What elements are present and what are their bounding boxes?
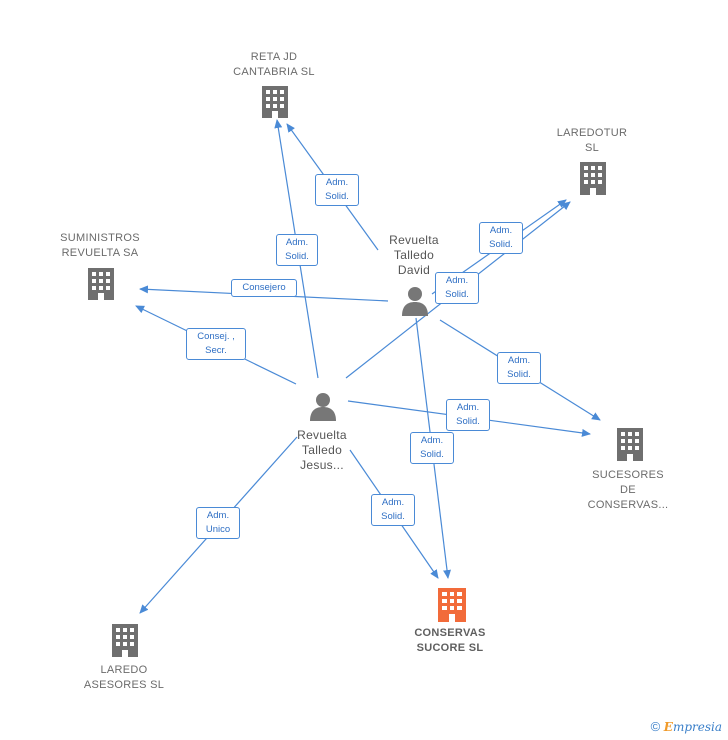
- label-line: RETA JD: [250, 51, 298, 63]
- node-label-laredotur[interactable]: LAREDOTUR SL: [532, 126, 652, 156]
- edge-label-line: Solid.: [420, 449, 444, 460]
- building-icon: [617, 428, 643, 461]
- edge-label-david-sucesores[interactable]: Adm. Solid.: [497, 352, 541, 384]
- edge-label-jesus-suministros[interactable]: Consej. , Secr.: [186, 328, 246, 360]
- edge-label-line: Adm.: [285, 237, 309, 248]
- edge-label-line: Adm.: [456, 402, 480, 413]
- edge-label-line: Adm.: [325, 177, 349, 188]
- person-icon: [402, 287, 428, 316]
- label-line: SUCESORES: [592, 469, 664, 481]
- edge-label-line: Consej. ,: [197, 331, 235, 342]
- node-label-laredo-asesores[interactable]: LAREDO ASESORES SL: [64, 663, 184, 693]
- edge-label-line: Adm.: [489, 225, 513, 236]
- label-line: DE: [620, 484, 636, 496]
- edge-label-line: Adm.: [507, 355, 531, 366]
- edge-label-line: Solid.: [381, 511, 405, 522]
- label-line: Talledo: [393, 248, 435, 262]
- node-label-jesus[interactable]: Revuelta Talledo Jesus...: [282, 428, 362, 473]
- brand-logo: Empresia: [663, 720, 722, 734]
- edge-label-david-reta[interactable]: Adm. Solid.: [315, 174, 359, 206]
- edge-label-line: Consejero: [242, 282, 286, 293]
- edge-label-line: Solid.: [445, 289, 469, 300]
- node-label-david[interactable]: Revuelta Talledo David: [374, 233, 454, 278]
- edge-label-david-laredotur-b[interactable]: Adm. Solid.: [435, 272, 479, 304]
- edge-label-line: Solid.: [489, 239, 513, 250]
- label-line: David: [397, 263, 431, 277]
- edge-label-line: Adm.: [381, 497, 405, 508]
- label-line: Talledo: [301, 443, 343, 457]
- label-line: CONSERVAS...: [587, 499, 669, 511]
- copyright-icon: ©: [650, 719, 661, 734]
- label-line: Jesus...: [300, 458, 344, 472]
- edge-label-jesus-reta[interactable]: Adm. Solid.: [276, 234, 318, 266]
- label-line: CONSERVAS: [414, 627, 486, 639]
- edge-label-line: Solid.: [456, 416, 480, 427]
- edge-label-line: Solid.: [325, 191, 349, 202]
- building-icon: [88, 268, 114, 300]
- label-line: Revuelta: [389, 233, 439, 247]
- label-line: CANTABRIA SL: [233, 66, 315, 78]
- building-icon: [580, 162, 606, 195]
- edge-label-jesus-laredo[interactable]: Adm. Unico: [196, 507, 240, 539]
- node-label-suministros[interactable]: SUMINISTROS REVUELTA SA: [40, 231, 160, 261]
- label-line: Revuelta: [297, 428, 347, 442]
- node-label-reta[interactable]: RETA JD CANTABRIA SL: [214, 50, 334, 80]
- edge-label-line: Solid.: [507, 369, 531, 380]
- label-line: SUMINISTROS: [60, 232, 140, 244]
- node-label-conservas[interactable]: CONSERVAS SUCORE SL: [390, 626, 510, 656]
- building-icon: [262, 86, 288, 118]
- building-icon-primary: [438, 588, 466, 622]
- edge-label-david-laredotur-a[interactable]: Adm. Solid.: [479, 222, 523, 254]
- edge-label-david-suministros[interactable]: Consejero: [231, 279, 297, 297]
- edge-label-line: Solid.: [285, 251, 309, 262]
- copyright-footer[interactable]: © Empresia: [651, 719, 722, 734]
- node-label-sucesores[interactable]: SUCESORES DE CONSERVAS...: [568, 468, 688, 513]
- edge-label-line: Unico: [205, 524, 231, 535]
- edge-label-jesus-conservas[interactable]: Adm. Solid.: [371, 494, 415, 526]
- label-line: LAREDO: [100, 664, 148, 676]
- label-line: SUCORE SL: [416, 642, 484, 654]
- label-line: ASESORES SL: [83, 679, 165, 691]
- edge-label-jesus-sucesores[interactable]: Adm. Solid.: [446, 399, 490, 431]
- edge-label-line: Secr.: [205, 345, 227, 356]
- edge-label-line: Adm.: [206, 510, 230, 521]
- person-icon: [310, 393, 336, 421]
- edge-label-line: Adm.: [420, 435, 444, 446]
- edge-label-line: Adm.: [445, 275, 469, 286]
- label-line: LAREDOTUR: [556, 127, 628, 139]
- edge-label-david-conservas[interactable]: Adm. Solid.: [410, 432, 454, 464]
- label-line: REVUELTA SA: [61, 247, 139, 259]
- label-line: SL: [584, 142, 600, 154]
- building-icon: [112, 624, 138, 657]
